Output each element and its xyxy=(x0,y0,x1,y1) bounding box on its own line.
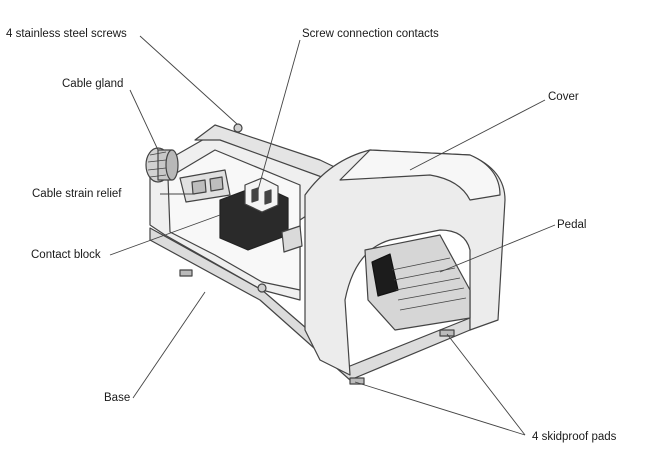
label-base: Base xyxy=(104,392,131,404)
pad-3 xyxy=(439,329,455,337)
screw-3 xyxy=(257,283,267,293)
label-pedal: Pedal xyxy=(557,219,587,231)
screw-1 xyxy=(233,123,243,133)
label-gland: Cable gland xyxy=(62,78,124,90)
cable-gland xyxy=(145,147,179,183)
label-pads: 4 skidproof pads xyxy=(532,431,617,443)
label-contacts: Screw connection contacts xyxy=(302,28,439,40)
label-screws: 4 stainless steel screws xyxy=(6,28,127,40)
pad-2 xyxy=(349,377,365,385)
label-cover: Cover xyxy=(548,91,579,103)
label-strain: Cable strain relief xyxy=(32,188,122,200)
pad-1 xyxy=(179,269,193,277)
cover xyxy=(304,149,506,376)
leader-lines xyxy=(109,35,556,436)
label-block: Contact block xyxy=(31,249,101,261)
